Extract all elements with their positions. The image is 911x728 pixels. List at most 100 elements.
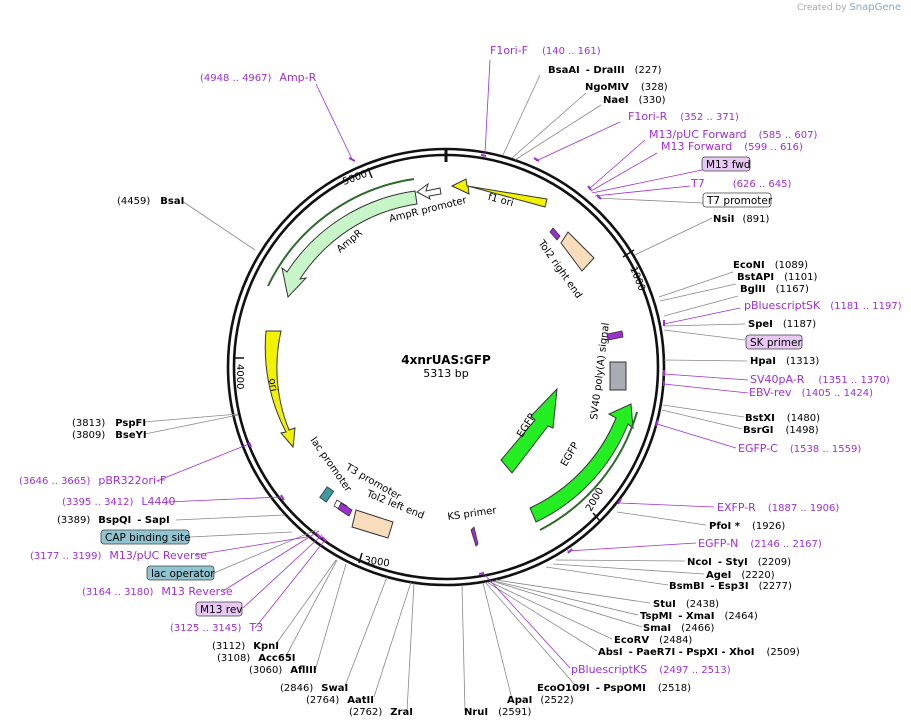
site-bglii[interactable]: BglII(1167): [740, 284, 809, 295]
feature-egfp-highlight: [539, 411, 638, 531]
feature-ampr-arrow[interactable]: [281, 190, 418, 299]
m13-rev-box[interactable]: [195, 601, 243, 617]
site-pbluescriptks[interactable]: pBluescriptKS(2497 .. 2513): [571, 663, 731, 676]
site-zrai[interactable]: (2762)ZraI: [349, 707, 413, 718]
site-amp-r[interactable]: (4948 .. 4967)Amp-R: [200, 71, 317, 84]
site-bseyi[interactable]: (3809)BseYI: [72, 430, 147, 441]
site-absi[interactable]: AbsI- PaeR7I - PspXI - XhoI(2509): [598, 647, 800, 658]
site-m13-reverse[interactable]: (3164 .. 3180)M13 Reverse: [82, 585, 233, 598]
feature-egfp-inner-arrow[interactable]: [500, 387, 558, 474]
site-m13-puc-reverse[interactable]: (3177 .. 3199)M13/pUC Reverse: [30, 549, 207, 562]
feature-tol2-right-arrow[interactable]: [560, 231, 595, 272]
site-pbluescriptsk[interactable]: pBluescriptSK(1181 .. 1197): [744, 299, 902, 312]
site-smai[interactable]: SmaI(2466): [643, 623, 714, 634]
site-ebv-rev[interactable]: EBV-rev(1405 .. 1424): [749, 386, 873, 399]
tick-3000-label: 3000: [364, 555, 391, 569]
feature-ks-primer-arrow[interactable]: [470, 526, 479, 547]
site-acc65i[interactable]: (3108)Acc65I: [217, 653, 296, 664]
tick-4000-label: 4000: [234, 364, 245, 389]
site-egfp-c[interactable]: EGFP-C(1538 .. 1559): [738, 442, 861, 455]
site-naei[interactable]: NaeI(330): [603, 95, 666, 106]
site-swai[interactable]: (2846)SwaI: [280, 683, 348, 694]
feature-tol2-left-arrow[interactable]: [351, 509, 394, 539]
sk-primer-box[interactable]: [745, 334, 803, 350]
plasmid-name: 4xnrUAS:GFP: [401, 353, 491, 367]
feature-egfp-outer-label: EGFP: [559, 441, 581, 469]
feature-sv40-polya-label: SV40 poly(A) signal: [589, 322, 612, 420]
right-labels: F1ori-F(140 .. 161) BsaAI- DraIII(227) N…: [464, 44, 902, 718]
site-bstapi[interactable]: BstAPI(1101): [737, 272, 818, 283]
site-cap-binding-site: CAP binding site: [105, 532, 191, 544]
snapgene-brand: SnapGene: [849, 2, 901, 13]
position-tick-4000: 4000: [234, 357, 245, 389]
site-m13-fwd: M13 fwd: [706, 159, 751, 171]
site-ecoo109i[interactable]: EcoO109I- PspOMI(2518): [537, 683, 691, 694]
site-bsai[interactable]: (4459)BsaI: [117, 196, 184, 207]
site-afliii[interactable]: (3060)AflIII: [249, 665, 317, 676]
site-nrui[interactable]: NruI(2591): [464, 707, 531, 718]
site-spei[interactable]: SpeI(1187): [748, 319, 816, 330]
t7-promoter-box[interactable]: [702, 192, 772, 208]
site-sk-primer: SK primer: [750, 337, 802, 349]
cap-binding-site-box[interactable]: [100, 529, 190, 545]
site-m13-forward[interactable]: M13 Forward(599 .. 616): [661, 140, 803, 153]
site-econi[interactable]: EcoNI(1089): [733, 260, 808, 271]
site-pfoi[interactable]: PfoI *(1926): [709, 521, 785, 532]
site-bspqi[interactable]: (3389)BspQI- SapI: [57, 515, 170, 526]
site-sv40pa-r[interactable]: SV40pA-R(1351 .. 1370): [750, 373, 890, 386]
plasmid-length: 5313 bp: [423, 367, 468, 380]
site-m13-puc-forward[interactable]: M13/pUC Forward(585 .. 607): [649, 128, 817, 141]
left-labels: (4948 .. 4967)Amp-R (4459)BsaI (3813)Psp…: [19, 71, 413, 718]
site-l4440[interactable]: (3395 .. 3412)L4440: [62, 495, 176, 508]
position-tick-2000: 2000: [584, 486, 606, 522]
credit-prefix: Created by: [797, 3, 847, 13]
feature-ampr-highlight: [267, 178, 415, 287]
site-ecorv[interactable]: EcoRV(2484): [614, 635, 692, 646]
site-t3[interactable]: (3125 .. 3145)T3: [170, 621, 263, 634]
tick-1000-label: 1000: [627, 265, 647, 293]
tick-5000-label: 5000: [341, 169, 369, 188]
backbone-markers: [248, 154, 665, 575]
feature-egfp-outer-arrow[interactable]: [529, 403, 634, 523]
site-f1ori-r[interactable]: F1ori-R(352 .. 371): [628, 110, 739, 123]
site-pbr322ori-f[interactable]: (3646 .. 3665)pBR322ori-F: [19, 474, 166, 487]
site-lac-operator: lac operator: [151, 568, 215, 580]
site-exfp-r[interactable]: EXFP-R(1887 .. 1906): [717, 501, 839, 514]
site-aatii[interactable]: (2764)AatII: [306, 695, 374, 706]
feature-ori-arrow[interactable]: [264, 330, 296, 449]
position-tick-3000: 3000: [358, 552, 391, 570]
site-pspfi[interactable]: (3813)PspFI: [72, 418, 146, 429]
site-bsaai[interactable]: BsaAI- DraIII(227): [548, 65, 662, 76]
site-f1ori-f[interactable]: F1ori-F(140 .. 161): [490, 44, 601, 57]
feature-sv40-polya-box[interactable]: [609, 361, 627, 391]
site-ncoi[interactable]: NcoI- StyI(2209): [687, 557, 791, 568]
sv40-marker: [606, 330, 624, 341]
site-egfp-n[interactable]: EGFP-N(2146 .. 2167): [698, 537, 822, 550]
site-nsii[interactable]: NsiI(891): [713, 214, 769, 225]
site-m13-rev: M13 rev: [200, 604, 243, 616]
site-agei[interactable]: AgeI(2220): [706, 570, 775, 581]
feature-t3-marker: [337, 502, 353, 517]
lac-operator-box[interactable]: [146, 565, 215, 581]
site-tspmi[interactable]: TspMI- XmaI(2464): [640, 611, 758, 622]
site-hpai[interactable]: HpaI(1313): [750, 356, 819, 367]
snapgene-credit: Created by SnapGene: [797, 2, 901, 13]
leader-lines: [143, 59, 749, 712]
feature-ks-primer-label: KS primer: [447, 505, 498, 523]
site-t7-promoter: T7 promoter: [706, 195, 773, 207]
feature-ampr-promoter-arrow[interactable]: [416, 182, 442, 201]
feature-ori-label: ori: [266, 378, 279, 393]
feature-lac-promoter-box[interactable]: [319, 486, 335, 503]
site-ngomiv[interactable]: NgoMIV(328): [585, 82, 668, 93]
site-bsmbi[interactable]: BsmBI- Esp3I(2277): [669, 581, 792, 592]
site-bsrgi[interactable]: BsrGI(1498): [743, 425, 819, 436]
site-kpni[interactable]: (3112)KpnI: [212, 641, 279, 652]
site-apai[interactable]: ApaI(2522): [507, 695, 574, 706]
feature-f1-ori-arrow[interactable]: [450, 178, 548, 208]
site-stui[interactable]: StuI(2438): [653, 599, 719, 610]
site-bstxi[interactable]: BstXI(1480): [745, 413, 820, 424]
m13-fwd-box[interactable]: [701, 156, 751, 172]
tol2-right-marker: [549, 227, 561, 241]
site-t7[interactable]: T7(626 .. 645): [690, 177, 792, 190]
